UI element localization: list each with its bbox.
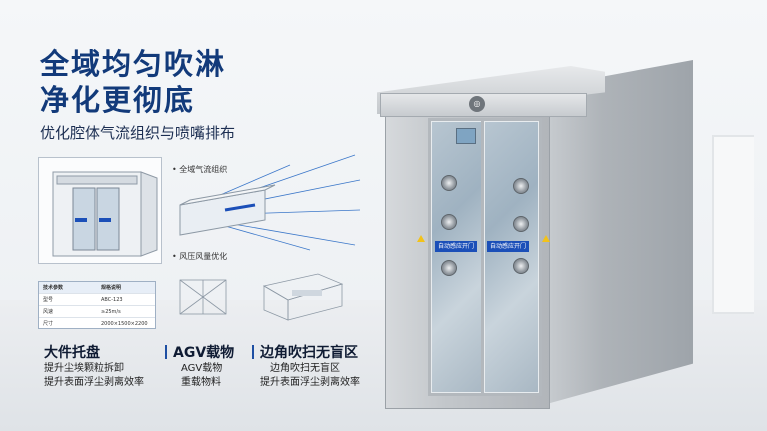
nozzle-icon	[441, 260, 457, 276]
headline-line-2: 净化更彻底	[40, 83, 196, 117]
headline-line-1: 全域均匀吹淋	[40, 47, 227, 81]
left-door-label: 自动感应开门	[435, 241, 477, 252]
feature-divider	[165, 345, 167, 359]
spec-cell: 2000×1500×2200	[101, 320, 148, 327]
spec-row: 尺寸 2000×1500×2200	[39, 318, 155, 329]
nozzle-icon	[513, 216, 529, 232]
airflow-diagram	[179, 154, 361, 251]
spec-cell: 尺寸	[43, 321, 54, 327]
feature-desc: 边角吹扫无盲区	[270, 363, 340, 374]
wireframe-box-2	[262, 273, 344, 321]
feature-desc: 重载物料	[181, 377, 221, 388]
feature-agv: AGV载物 AGV载物 重载物料	[165, 342, 235, 390]
subheadline: 优化腔体气流组织与喷嘴排布	[40, 124, 236, 142]
spec-cell: ≥25m/s	[101, 308, 121, 315]
nozzle-icon	[513, 178, 529, 194]
nozzle-icon	[441, 214, 457, 230]
warning-icon	[417, 235, 425, 242]
machine-thumbnail	[38, 157, 162, 264]
spec-cell: 风速	[43, 309, 54, 315]
wireframe-box-1	[179, 279, 227, 315]
left-door[interactable]	[428, 118, 489, 396]
feature-title: 大件托盘	[44, 345, 100, 361]
callout-pressure: • 风压风量优化	[172, 252, 228, 261]
spec-row: 技术参数 规格说明	[39, 282, 155, 294]
headline: 全域均匀吹淋 净化更彻底	[40, 46, 226, 118]
feature-desc: 提升表面浮尘剥离效率	[44, 377, 144, 388]
brand-logo-icon: ◎	[469, 96, 485, 112]
nozzle-icon	[441, 175, 457, 191]
feature-title: 边角吹扫无盲区	[260, 345, 358, 361]
spec-cell: 型号	[43, 297, 54, 303]
spec-cell: 规格说明	[101, 285, 122, 291]
nozzle-icon	[513, 258, 529, 274]
feature-corner-cleaning: 边角吹扫无盲区 边角吹扫无盲区 提升表面浮尘剥离效率	[252, 342, 360, 390]
machine-thumbnail-drawing	[52, 171, 158, 257]
right-door-label: 自动感应开门	[487, 241, 529, 252]
warning-icon	[542, 235, 550, 242]
spec-table: 技术参数 规格说明 型号 ABC-123 风速 ≥25m/s 尺寸 2000×1…	[38, 281, 156, 329]
feature-divider	[252, 345, 254, 359]
feature-desc: 提升尘埃颗粒拆卸	[44, 363, 124, 374]
feature-title: AGV载物	[173, 345, 235, 361]
right-door[interactable]	[481, 118, 542, 396]
spec-row: 型号 ABC-123	[39, 294, 155, 306]
feature-desc: AGV载物	[181, 363, 223, 374]
spec-cell: ABC-123	[101, 296, 123, 303]
spec-cell: 技术参数	[43, 285, 64, 291]
feature-desc: 提升表面浮尘剥离效率	[260, 377, 360, 388]
callout-airflow: • 全域气流组织	[172, 165, 228, 174]
feature-large-tray: 大件托盘 提升尘埃颗粒拆卸 提升表面浮尘剥离效率	[44, 342, 144, 390]
background-doorway	[712, 135, 754, 314]
status-display	[456, 128, 476, 144]
spec-row: 风速 ≥25m/s	[39, 306, 155, 318]
machine-side-panel	[543, 60, 693, 405]
